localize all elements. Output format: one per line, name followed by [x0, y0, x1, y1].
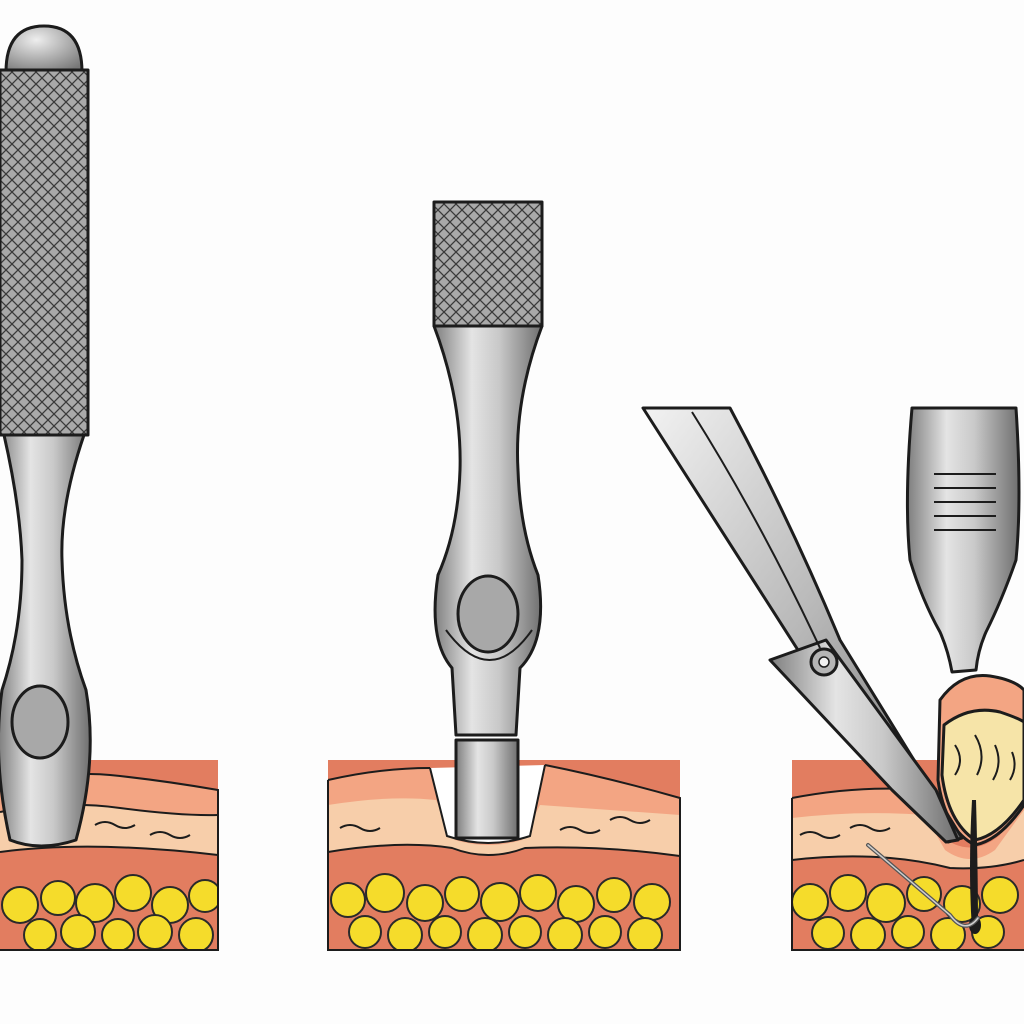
knurled-handle — [432, 200, 544, 328]
instrument-cap — [4, 24, 84, 74]
fat-cells — [330, 873, 671, 950]
punch-instrument-2 — [432, 200, 544, 840]
graduation-marks — [934, 473, 996, 531]
thumb-grip-oval — [10, 684, 70, 760]
punch-instrument-1 — [0, 24, 92, 848]
instrument-shaft — [432, 324, 544, 737]
skin-block-3 — [792, 760, 1024, 950]
fat-cells — [1, 874, 218, 950]
elevator-instrument — [905, 406, 1021, 674]
punch-cylinder-tip — [454, 738, 520, 840]
scissor-blade-lower — [768, 638, 960, 844]
instrument-shaft — [0, 433, 92, 848]
scissors-instrument — [641, 406, 964, 844]
knurled-handle — [0, 68, 90, 437]
thumb-grip-oval — [456, 574, 520, 654]
hair-strand — [970, 800, 978, 930]
